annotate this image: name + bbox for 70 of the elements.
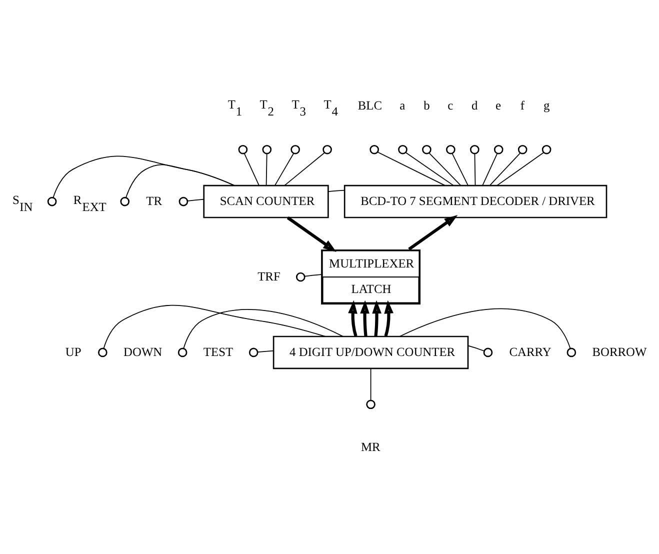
- connector: [328, 190, 345, 192]
- node-label: BORROW: [592, 344, 647, 359]
- arrow: [360, 300, 370, 336]
- arrow: [384, 300, 394, 337]
- node-label: d: [472, 98, 478, 112]
- connector: [244, 153, 260, 186]
- connector: [183, 309, 344, 349]
- node-circle: [422, 144, 432, 154]
- node-circle: [446, 144, 456, 154]
- node-circle: [483, 348, 493, 358]
- node-circle: [494, 144, 504, 154]
- connector: [496, 152, 544, 186]
- node-label: a: [400, 98, 406, 112]
- connector: [482, 153, 498, 186]
- connector: [304, 274, 322, 277]
- connector: [428, 152, 462, 186]
- connector: [187, 198, 204, 202]
- node-label: DOWN: [124, 344, 162, 359]
- connector: [399, 308, 571, 350]
- connector: [284, 152, 326, 186]
- node-circle: [262, 144, 272, 154]
- node-label: TR: [146, 194, 162, 208]
- node-circle: [370, 144, 379, 154]
- node-label: f: [520, 98, 525, 112]
- node-circle: [322, 144, 332, 154]
- node-label: BLC: [358, 98, 382, 112]
- node-label: e: [496, 98, 502, 112]
- connector: [489, 152, 521, 186]
- node-box: SCAN COUNTER: [203, 184, 329, 218]
- connector: [257, 350, 274, 352]
- connector: [274, 153, 294, 186]
- node-label: TEST: [203, 344, 234, 359]
- node-circle: [178, 348, 188, 358]
- node-circle: [98, 348, 108, 358]
- node-label: b: [424, 98, 430, 112]
- node-circle: [47, 196, 57, 206]
- node-circle: [398, 144, 408, 154]
- node-label: TRF: [258, 269, 280, 284]
- node-circle: [518, 144, 528, 154]
- node-label: c: [448, 98, 454, 112]
- arrow: [372, 300, 382, 336]
- node-label: g: [543, 98, 550, 112]
- connector: [452, 153, 468, 186]
- node-circle: [296, 272, 306, 282]
- connector: [266, 153, 268, 186]
- connector: [468, 345, 485, 352]
- connector: [103, 304, 326, 349]
- node-label: UP: [65, 344, 82, 359]
- arrow: [408, 215, 458, 250]
- connector: [377, 152, 446, 186]
- node-circle: [366, 400, 376, 410]
- connector: [52, 156, 235, 198]
- connector: [126, 164, 235, 198]
- node-box: BCD-TO 7 SEGMENT DECODER / DRIVER: [344, 184, 608, 218]
- connector: [474, 153, 476, 186]
- arrow: [286, 216, 336, 252]
- connector: [370, 368, 372, 401]
- node-circle: [470, 144, 480, 154]
- node-circle: [238, 144, 248, 154]
- node-circle: [120, 196, 130, 206]
- node-circle: [566, 348, 576, 358]
- node-circle: [248, 348, 258, 358]
- connector: [405, 152, 454, 186]
- arrow: [348, 300, 358, 337]
- node-circle: [178, 196, 188, 206]
- node-circle: [290, 144, 300, 154]
- node-box: 4 DIGIT UP/DOWN COUNTER: [272, 336, 469, 370]
- node-label: MR: [361, 440, 380, 454]
- node-label: CARRY: [509, 344, 552, 359]
- node-circle: [542, 144, 552, 154]
